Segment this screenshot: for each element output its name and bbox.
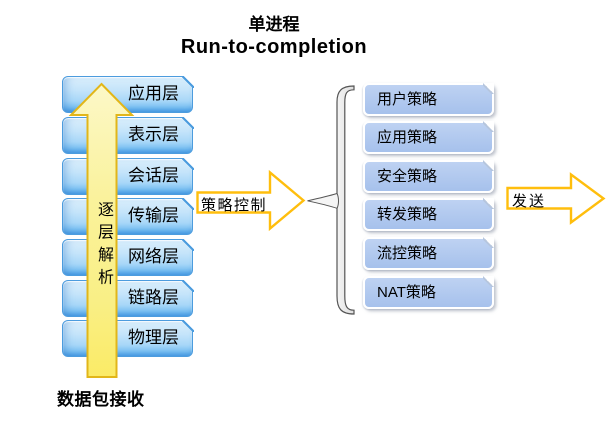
layer-box-physical: 物理层	[62, 319, 194, 357]
layer-label: 传输层	[128, 206, 179, 225]
brace-cusp	[307, 192, 339, 209]
folded-corner-icon	[483, 198, 494, 209]
brace	[336, 85, 355, 315]
layer-box-transport: 传输层	[62, 197, 194, 235]
policy-label: 转发策略	[377, 206, 438, 223]
layer-label: 物理层	[128, 328, 179, 347]
policy-box-flow-control: 流控策略	[363, 237, 494, 270]
folded-corner-icon	[483, 83, 494, 94]
folded-corner-icon	[181, 197, 194, 210]
folded-corner-icon	[483, 121, 494, 132]
title-line-en: Run-to-completion	[180, 36, 368, 58]
policy-label: NAT策略	[377, 284, 436, 301]
folded-corner-icon	[181, 279, 194, 292]
send-label: 发送	[512, 193, 547, 210]
policy-label: 安全策略	[377, 168, 438, 185]
parse-by-layer-label: 逐层解析	[95, 201, 112, 291]
diagram-title: 单进程 Run-to-completion	[124, 14, 424, 59]
folded-corner-icon	[181, 116, 194, 129]
folded-corner-icon	[483, 237, 494, 248]
packet-receive-label: 数据包接收	[57, 390, 145, 409]
layer-box-application: 应用层	[62, 75, 194, 113]
folded-corner-icon	[181, 319, 194, 332]
folded-corner-icon	[483, 160, 494, 171]
layer-box-link: 链路层	[62, 279, 194, 317]
folded-corner-icon	[181, 75, 194, 88]
layer-box-presentation: 表示层	[62, 116, 194, 154]
policy-box-forwarding: 转发策略	[363, 198, 494, 231]
layer-label: 网络层	[128, 247, 179, 266]
policy-box-nat: NAT策略	[363, 276, 494, 309]
policy-box-application: 应用策略	[363, 121, 494, 154]
title-line-cn: 单进程	[248, 15, 300, 34]
policy-label: 用户策略	[377, 91, 438, 108]
layer-label: 表示层	[128, 125, 179, 144]
policy-label: 应用策略	[377, 129, 438, 146]
layer-box-network: 网络层	[62, 238, 194, 276]
layer-box-session: 会话层	[62, 157, 194, 195]
policy-box-user: 用户策略	[363, 83, 494, 116]
policy-label: 流控策略	[377, 245, 438, 262]
layer-label: 应用层	[128, 84, 179, 103]
layer-label: 链路层	[128, 288, 179, 307]
folded-corner-icon	[181, 157, 194, 170]
folded-corner-icon	[483, 276, 494, 287]
policy-control-label: 策略控制	[201, 197, 268, 214]
folded-corner-icon	[181, 238, 194, 251]
policy-box-security: 安全策略	[363, 160, 494, 193]
layer-label: 会话层	[128, 166, 179, 185]
